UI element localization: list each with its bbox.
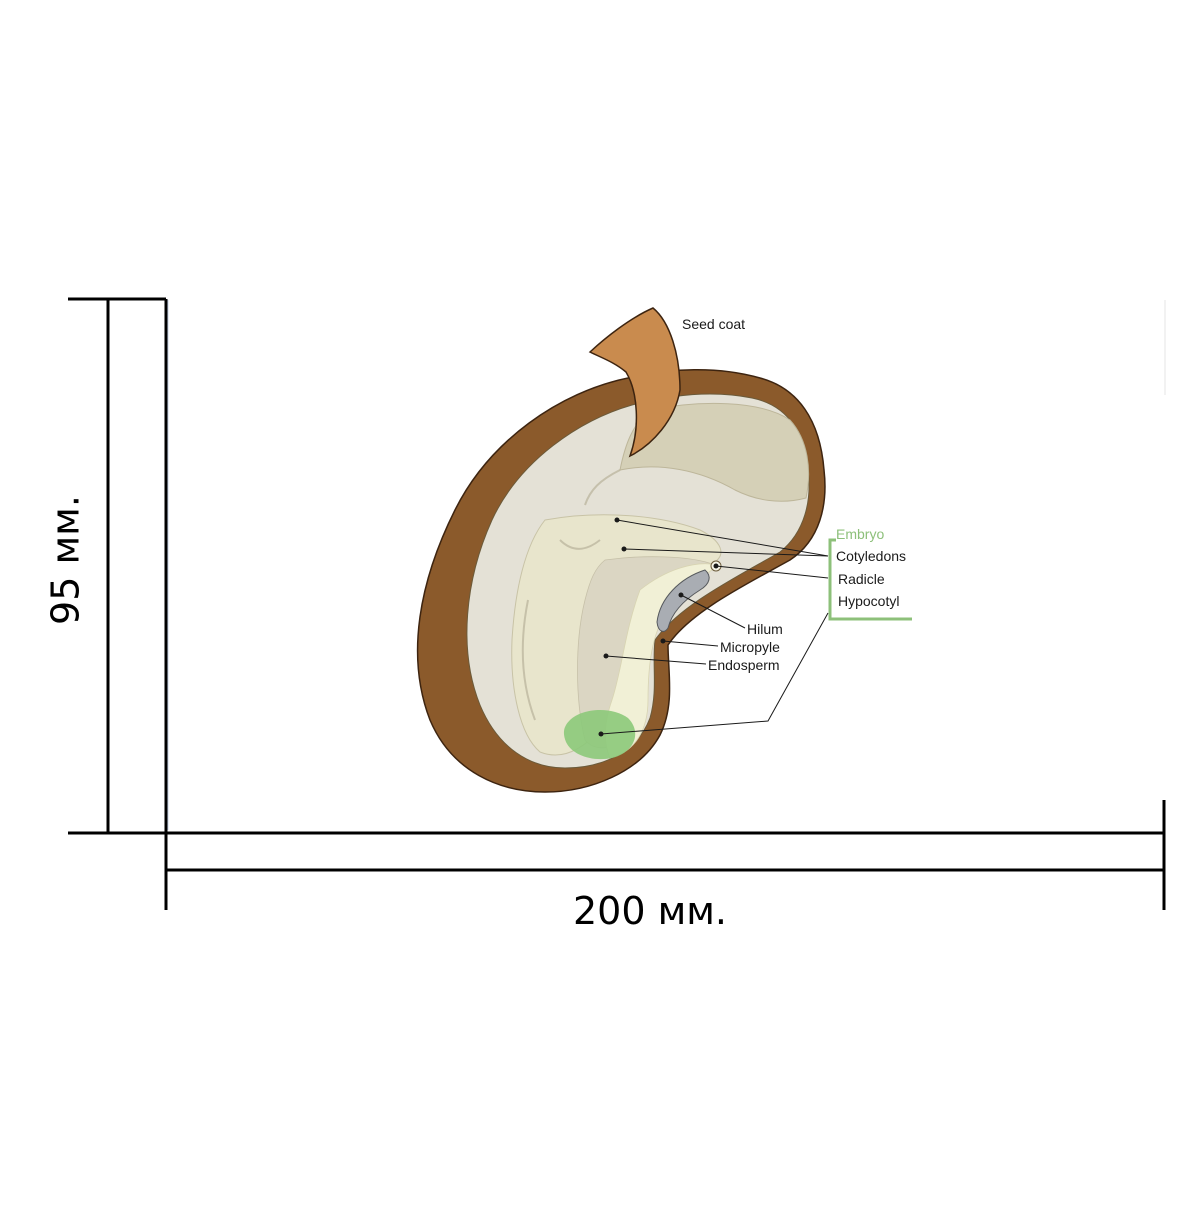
width-dimension <box>164 800 1166 910</box>
leader-lines <box>600 519 829 735</box>
seed-coat-flap <box>588 307 681 458</box>
seed-illustration <box>416 307 826 793</box>
leader-dots <box>598 517 719 737</box>
cotyledons-label: Cotyledons <box>836 548 906 564</box>
width-label: 200 мм. <box>573 889 727 933</box>
seed-coat-label: Seed coat <box>682 316 745 332</box>
cotyledon-veins <box>521 469 621 721</box>
height-label: 95 мм. <box>44 495 88 625</box>
hilum-shape <box>656 569 710 632</box>
hypocotyl-label: Hypocotyl <box>838 593 899 609</box>
micropyle-label: Micropyle <box>720 639 780 655</box>
radicle-label: Radicle <box>838 571 885 587</box>
height-dimension <box>68 297 168 835</box>
endosperm-label: Endosperm <box>708 657 780 673</box>
hilum-label: Hilum <box>747 621 783 637</box>
embryo-bracket <box>828 538 912 621</box>
embryo-label: Embryo <box>836 526 884 542</box>
upper-cotyledon <box>619 402 810 502</box>
image-frame <box>167 300 1166 830</box>
